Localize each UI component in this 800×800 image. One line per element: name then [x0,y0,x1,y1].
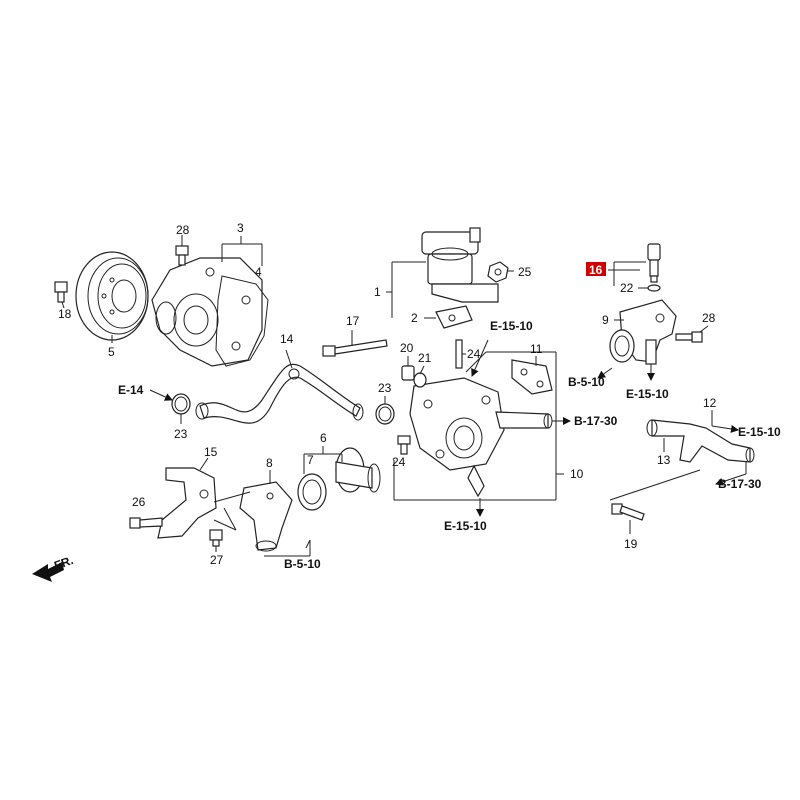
water-passage-9-part[interactable] [609,299,677,365]
front-indicator-label: FR. [52,553,75,573]
ref-e-15-10-right-b[interactable]: E-15-10 [738,425,781,439]
callout-24a[interactable]: 24 [467,347,481,361]
sensor-16-part[interactable] [647,243,661,283]
thermostat-part[interactable] [335,447,381,493]
crank-pulley-part[interactable] [75,251,149,341]
bolt-26-part[interactable] [129,517,163,529]
callout-3[interactable]: 3 [237,221,244,235]
gasket-11-part[interactable] [511,359,553,395]
water-pump-part[interactable] [151,257,263,367]
egr-gasket-part[interactable] [435,305,473,329]
callout-19[interactable]: 19 [624,537,638,551]
ref-e-14[interactable]: E-14 [118,383,144,397]
callout-4[interactable]: 4 [255,265,262,279]
pump-gasket-part[interactable] [215,275,269,367]
callout-12[interactable]: 12 [703,396,717,410]
callout-6[interactable]: 6 [320,431,327,445]
callout-1[interactable]: 1 [374,285,381,299]
callout-24b[interactable]: 24 [392,455,406,469]
seal-7-part[interactable] [297,473,327,511]
callout-9[interactable]: 9 [602,313,609,327]
bolt-18-part[interactable] [54,281,68,303]
bracket-15-part[interactable] [157,467,217,539]
washer-21-part[interactable] [413,372,427,388]
bolt-28a-part[interactable] [175,245,189,266]
ref-e-15-10-bottom[interactable]: E-15-10 [444,519,487,533]
callout-5[interactable]: 5 [108,345,115,359]
egr-valve-part[interactable] [421,227,499,303]
callout-22[interactable]: 22 [620,281,634,295]
sensor-20-part[interactable] [401,365,415,381]
front-arrow-icon [32,562,64,582]
callout-21[interactable]: 21 [418,351,432,365]
callout-27[interactable]: 27 [210,553,224,567]
callout-17[interactable]: 17 [346,314,360,328]
ref-e-15-10-right-a[interactable]: E-15-10 [626,387,669,401]
nut-25-part[interactable] [487,261,509,283]
ref-b-17-30-right[interactable]: B-17-30 [718,477,762,491]
callout-11[interactable]: 11 [530,342,543,356]
ref-b-17-30-mid[interactable]: B-17-30 [574,414,618,428]
ref-b-5-10-right[interactable]: B-5-10 [568,375,605,389]
bolt-17-part[interactable] [322,339,388,357]
water-pipe-12-part[interactable] [646,419,755,463]
callout-20[interactable]: 20 [400,341,414,355]
o-ring-23b-part[interactable] [375,403,395,425]
callout-15[interactable]: 15 [204,445,218,459]
o-ring-23a-part[interactable] [171,393,191,415]
callout-10[interactable]: 10 [570,467,584,481]
callout-26[interactable]: 26 [132,495,146,509]
stud-24a-part[interactable] [455,339,463,369]
callout-16[interactable]: 16 [589,263,603,277]
callout-7[interactable]: 7 [307,453,314,467]
washer-22-part[interactable] [647,284,661,292]
stud-24b-part[interactable] [397,435,411,455]
callout-25[interactable]: 25 [518,265,532,279]
callout-23b[interactable]: 23 [378,381,392,395]
callout-2[interactable]: 2 [411,311,418,325]
ref-b-5-10-left[interactable]: B-5-10 [284,557,321,571]
callout-28a[interactable]: 28 [176,223,190,237]
highlight-box [586,262,606,276]
bolt-28b-part[interactable] [675,331,703,343]
callout-23a[interactable]: 23 [174,427,188,441]
callout-18[interactable]: 18 [58,307,72,321]
bolt-19-part[interactable] [611,503,645,521]
callout-14[interactable]: 14 [280,332,294,346]
thermostat-housing-part[interactable] [409,377,553,498]
ref-e-15-10-top[interactable]: E-15-10 [490,319,533,333]
hose-14-part[interactable] [195,363,364,424]
callout-28b[interactable]: 28 [702,311,716,325]
callout-8[interactable]: 8 [266,456,273,470]
callout-13[interactable]: 13 [657,453,671,467]
callout-16-highlighted[interactable]: 16 [586,262,606,277]
bolt-27-part[interactable] [209,529,223,547]
water-outlet-8-part[interactable] [239,481,293,552]
